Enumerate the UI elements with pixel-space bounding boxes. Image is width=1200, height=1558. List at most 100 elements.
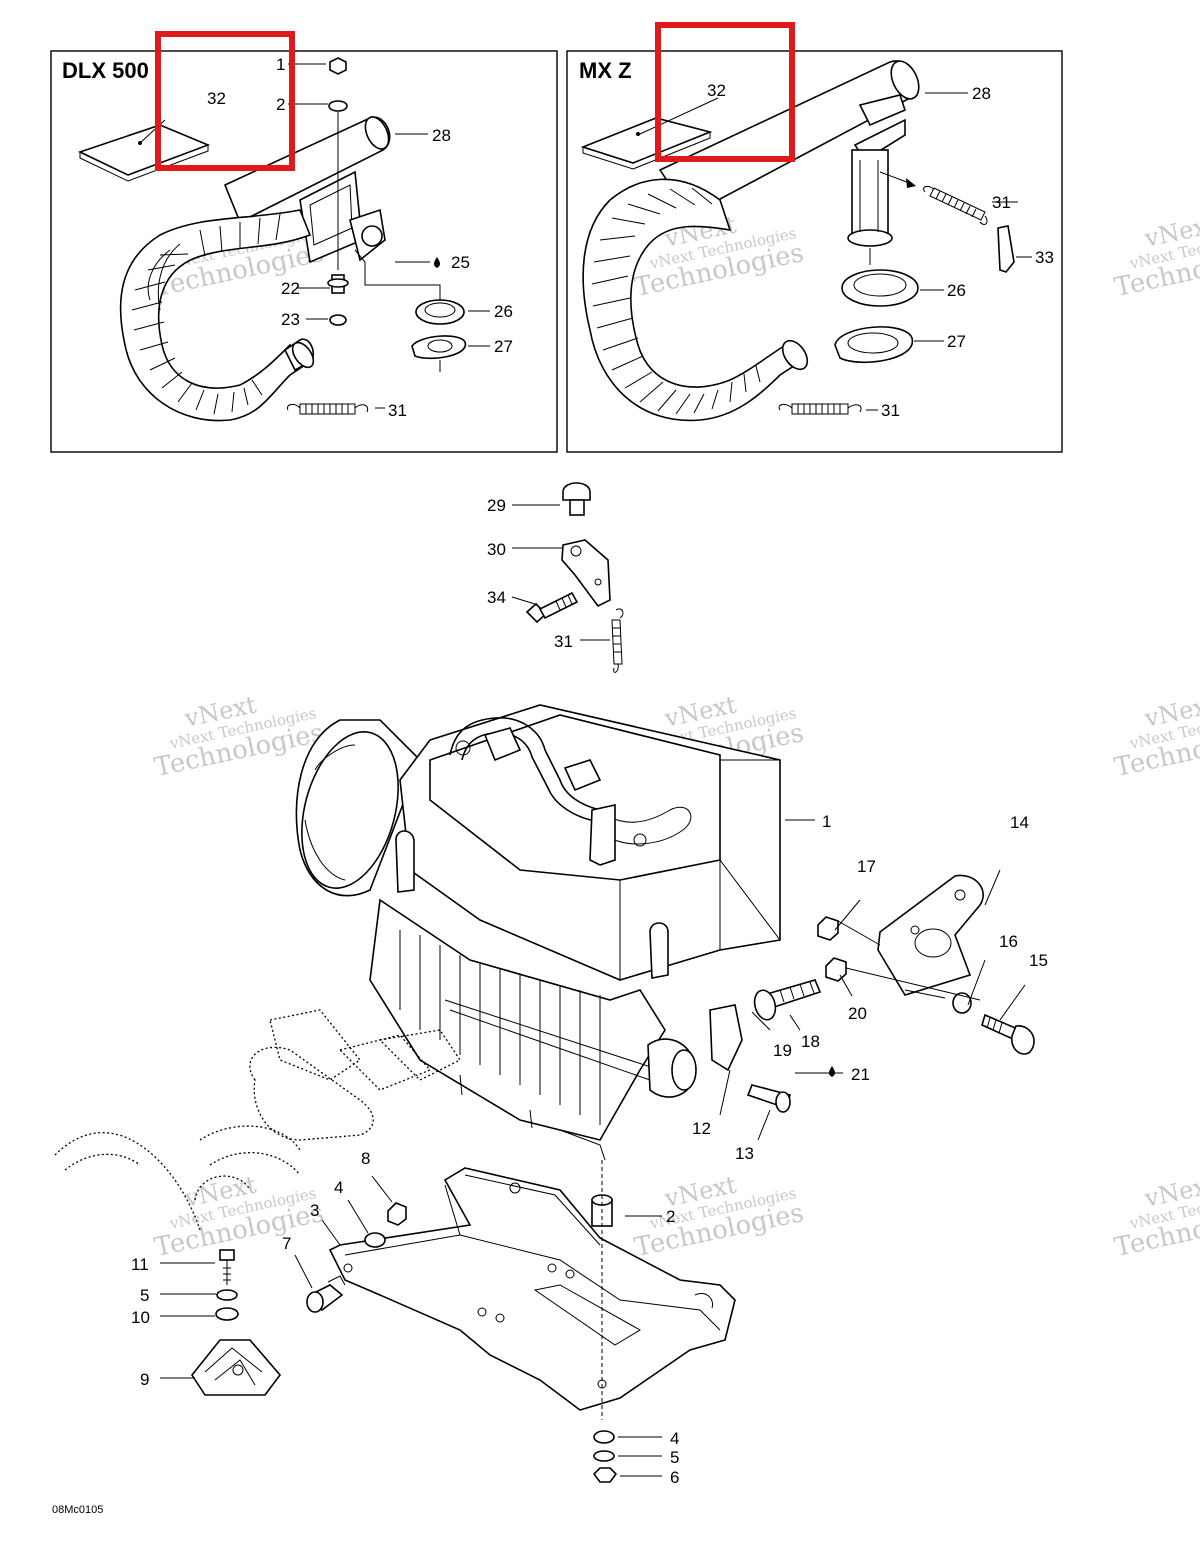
nut <box>329 57 347 75</box>
washer <box>593 1450 615 1462</box>
mount-block <box>191 1339 282 1396</box>
gasket <box>834 326 913 364</box>
callout-label: 21 <box>851 1065 870 1084</box>
panel-title: DLX 500 <box>62 58 149 83</box>
drawing-code: 08Mc0105 <box>52 1504 103 1516</box>
callout-label: 26 <box>947 281 966 300</box>
callout-label: 9 <box>140 1370 149 1389</box>
panel-mxz: MX Z <box>566 22 1063 453</box>
pad-point <box>636 132 640 136</box>
callout-label: 31 <box>554 632 573 651</box>
nut <box>817 916 839 941</box>
muffler <box>658 60 920 247</box>
callout-label: 26 <box>494 302 513 321</box>
mount-plate <box>877 874 984 996</box>
spring-bracket <box>997 225 1015 273</box>
callout-label: 2 <box>666 1207 675 1226</box>
washer <box>216 1289 238 1301</box>
callout-label: 28 <box>972 84 991 103</box>
callout-label: 29 <box>487 496 506 515</box>
support-plate <box>328 1167 736 1411</box>
bracket <box>709 1004 743 1072</box>
spring <box>923 185 988 225</box>
callout-label: 16 <box>999 932 1018 951</box>
tuned-pipe <box>119 209 315 422</box>
callout-label: 27 <box>494 337 513 356</box>
nut <box>387 1202 407 1226</box>
tuned-pipe <box>582 178 809 422</box>
nut <box>592 1467 618 1483</box>
washer <box>593 1430 615 1444</box>
callout-label: 10 <box>131 1308 150 1327</box>
highlight-box-mxz-32 <box>655 22 795 162</box>
panel-title: MX Z <box>579 58 632 83</box>
callout-label: 15 <box>1029 951 1048 970</box>
watermark: vNext vNext Technologies Technologies <box>1112 690 1200 783</box>
panel-frame <box>50 50 558 453</box>
callout-label: 28 <box>432 126 451 145</box>
callout-label: 32 <box>707 81 726 100</box>
callout-label: 19 <box>773 1041 792 1060</box>
callout-label: 11 <box>131 1255 149 1274</box>
stud-spacer <box>753 979 822 1021</box>
callout-label: 31 <box>388 401 407 420</box>
callout-label: 30 <box>487 540 506 559</box>
callout-label: 33 <box>1035 248 1054 267</box>
washer <box>328 100 348 112</box>
callout-label: 14 <box>1010 813 1029 832</box>
callout-label: 8 <box>361 1149 370 1168</box>
engine-mount-right: 1 14 17 16 15 20 18 19 21 12 13 <box>692 812 1048 1163</box>
callout-label: 18 <box>801 1032 820 1051</box>
callout-label: 7 <box>282 1234 291 1253</box>
callout-label: 1 <box>276 55 285 74</box>
mount-stud <box>306 1275 346 1313</box>
callout-label: 13 <box>735 1144 754 1163</box>
callout-label: 5 <box>140 1286 149 1305</box>
callout-label: 6 <box>670 1468 679 1487</box>
seal-ring <box>415 299 465 325</box>
callout-label: 12 <box>692 1119 711 1138</box>
callout-label: 4 <box>670 1429 679 1448</box>
callout-label: 23 <box>281 310 300 329</box>
grommet <box>562 482 591 501</box>
muffler <box>223 116 391 264</box>
spring <box>611 608 624 673</box>
spring <box>778 403 862 415</box>
bolt <box>525 591 579 624</box>
washer <box>329 314 347 326</box>
washer <box>364 1232 386 1248</box>
callout-label: 5 <box>670 1448 679 1467</box>
callout-label: 2 <box>276 95 285 114</box>
watermark: vNext vNext Technologies Technologies <box>1112 1170 1200 1263</box>
engine-assembly <box>54 704 815 1231</box>
callout-label: 17 <box>857 857 876 876</box>
callout-label: 27 <box>947 332 966 351</box>
callout-label: 4 <box>334 1178 343 1197</box>
highlight-box-dlx-32 <box>155 31 295 171</box>
callout-label: 32 <box>207 89 226 108</box>
bolt <box>981 1013 1035 1055</box>
callout-label: 3 <box>310 1201 319 1220</box>
callout-label: 34 <box>487 588 506 607</box>
sealant-drop-icon <box>828 1066 836 1077</box>
watermark: vNext vNext Technologies Technologies <box>152 690 327 783</box>
exhaust-hanger-parts: 29 30 34 31 <box>487 482 624 673</box>
callout-label: 31 <box>881 401 900 420</box>
callout-label: 25 <box>451 253 470 272</box>
washer <box>952 992 972 1014</box>
sealant-drop-icon <box>433 257 441 268</box>
seal-ring <box>841 269 919 307</box>
grommet-stem <box>569 499 585 516</box>
bolt-head <box>219 1249 235 1261</box>
washer <box>215 1307 239 1321</box>
callout-label: 22 <box>281 279 300 298</box>
callout-label: 31 <box>992 193 1011 212</box>
panel-dlx500: DLX 500 <box>50 31 558 453</box>
intake-phantom <box>54 1009 461 1231</box>
nut <box>825 957 847 982</box>
callout-label: 20 <box>848 1004 867 1023</box>
callout-label: 1 <box>822 812 831 831</box>
watermark: vNext vNext Technologies Technologies <box>1112 210 1200 303</box>
engine-support: 2 8 4 3 7 11 5 10 9 4 5 6 <box>131 1149 736 1487</box>
